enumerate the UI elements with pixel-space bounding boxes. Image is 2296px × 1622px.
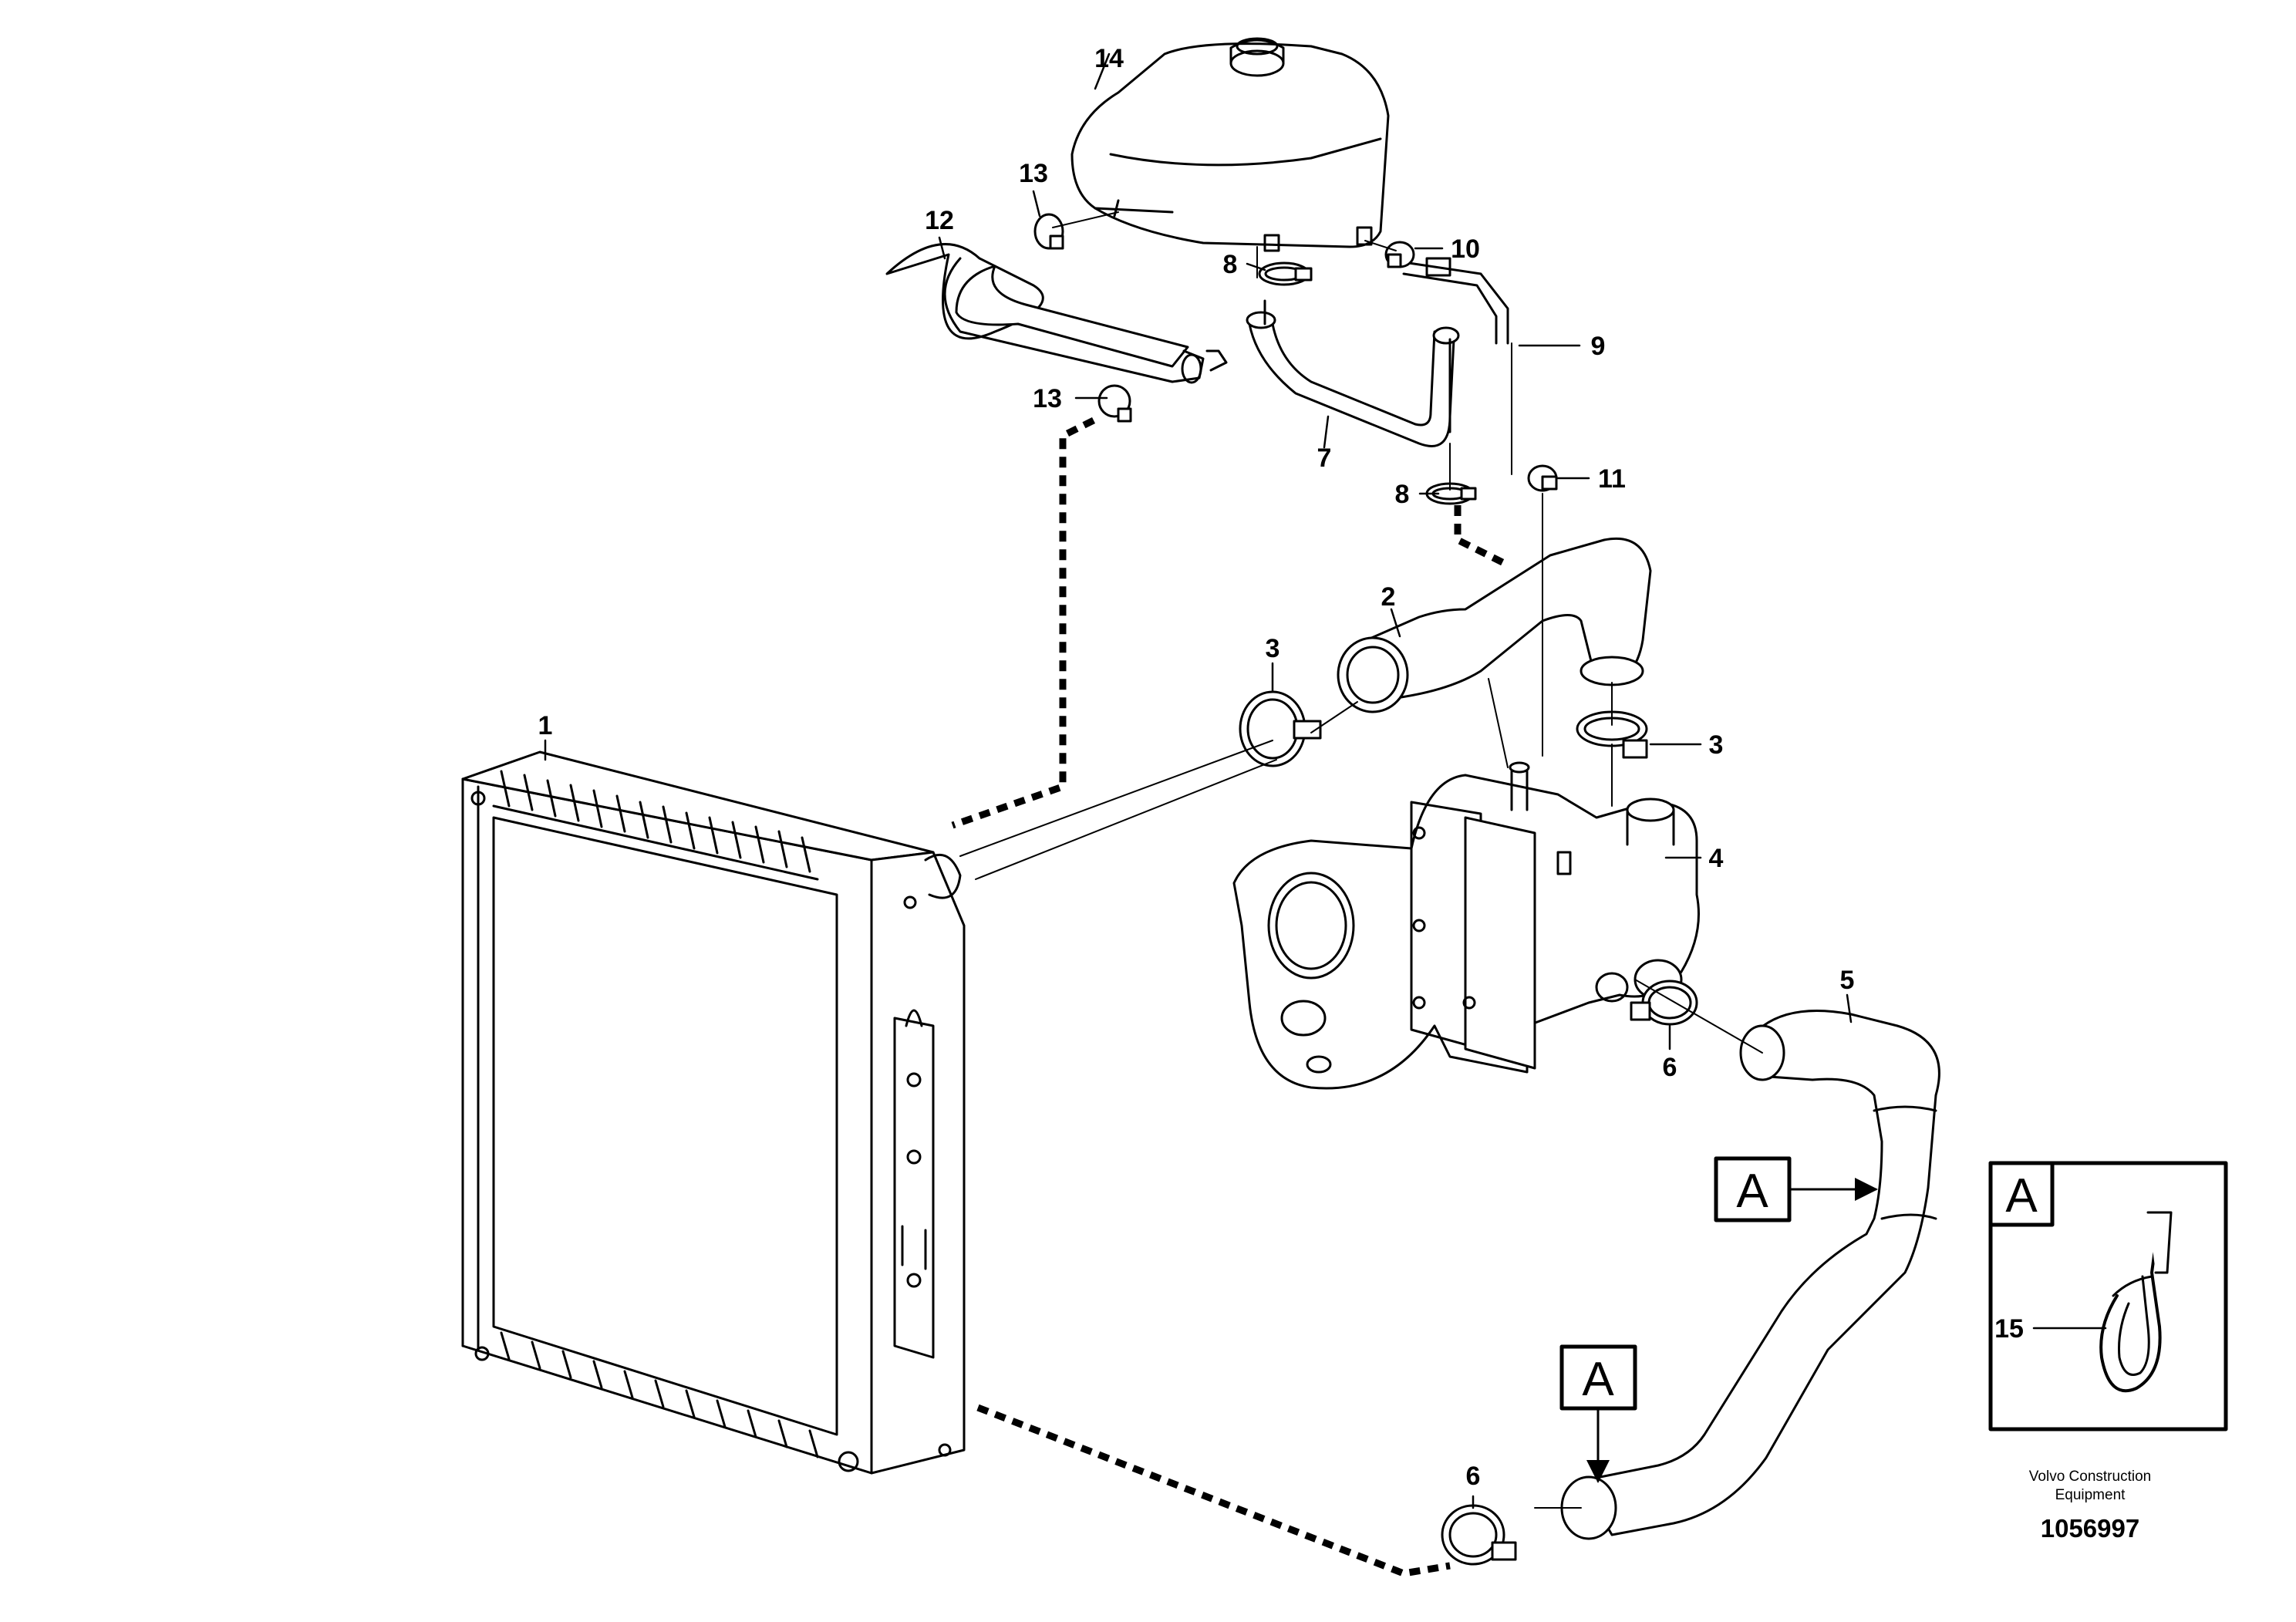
label-4: 4 [1709,844,1724,873]
label-3-left: 3 [1266,634,1280,663]
label-8-upper: 8 [1223,250,1238,279]
leader-lines [544,52,2107,1509]
label-13-lower: 13 [1033,384,1062,413]
label-11: 11 [1598,464,1626,494]
drawing-number: 1056997 [2040,1514,2140,1543]
detail-marker-arrows [1586,1178,1878,1483]
detail-marker-letter-lower: A [1582,1353,1614,1406]
label-2: 2 [1381,582,1396,612]
detail-inset [1988,1161,2228,1431]
detail-marker-letter-upper: A [1736,1165,1768,1218]
detail-marker-box-lower [1559,1344,1637,1411]
label-6-lower: 6 [1466,1462,1481,1491]
label-8-lower: 8 [1395,480,1410,509]
label-6-upper: 6 [1663,1053,1677,1082]
radiator [461,750,966,1475]
connector-lines [959,211,1763,1509]
label-1: 1 [538,711,553,740]
detail-inset-letter: A [2005,1169,2038,1222]
company-line-2: Equipment [2055,1487,2126,1503]
hose-7 [1246,299,1460,447]
label-13-upper: 13 [1019,159,1048,188]
hose-clamps [1033,213,1698,1566]
hose-12 [885,243,1228,384]
label-3-right: 3 [1709,730,1724,760]
thermostat-housing [1232,761,1700,1090]
label-5: 5 [1840,966,1855,995]
company-line-1: Volvo Construction [2028,1469,2152,1485]
hose-5 [1560,1010,1940,1540]
label-9: 9 [1591,332,1606,361]
label-15: 15 [1994,1314,2024,1344]
label-10: 10 [1451,234,1480,264]
detail-marker-box-upper [1714,1156,1792,1222]
label-7: 7 [1317,443,1332,473]
hose-9 [1402,257,1509,345]
hose-2 [1337,537,1652,713]
label-14: 14 [1094,44,1124,73]
expansion-tank [1070,37,1390,252]
label-12: 12 [925,206,954,235]
dashed-lines [951,416,1506,1577]
company-caption: Volvo Construction Equipment [1959,1468,2221,1505]
callout-labels: 1 2 3 3 4 5 6 6 7 8 8 9 10 11 12 13 13 1… [538,44,2038,1491]
